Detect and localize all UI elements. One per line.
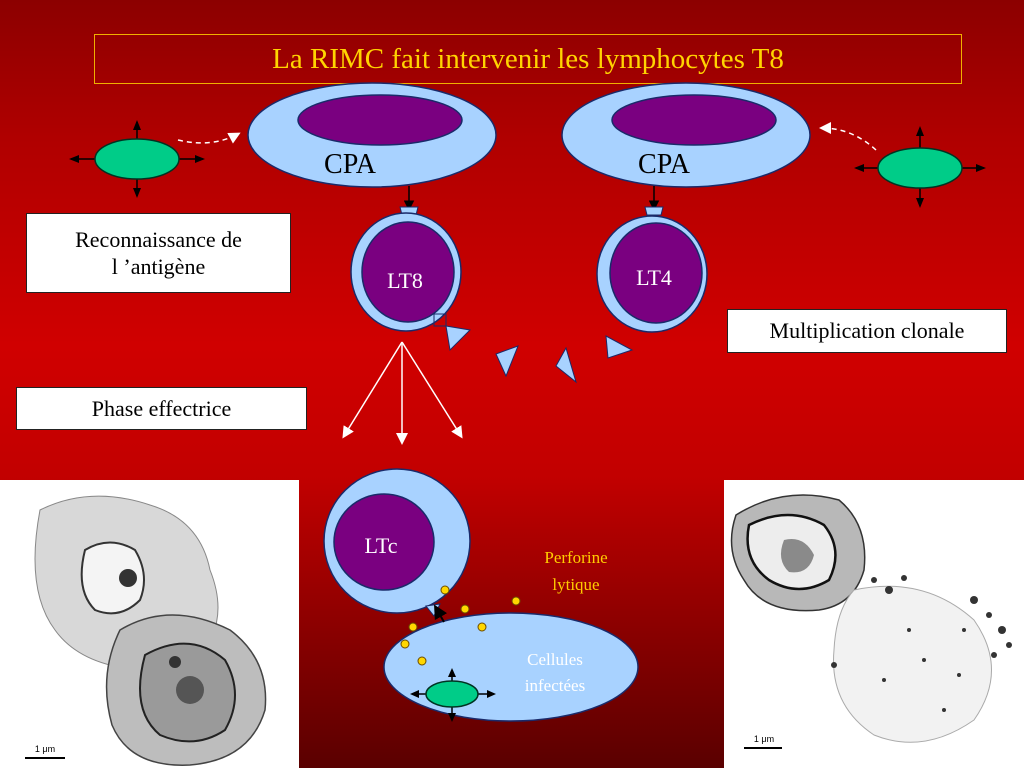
ltc-cell: LTc xyxy=(323,468,471,623)
lt8-label: LT8 xyxy=(387,268,423,293)
lt8-cell: LT8 xyxy=(350,212,462,332)
micrograph-right: 1 μm xyxy=(724,480,1024,768)
cpa-left-cell: CPA xyxy=(247,82,497,188)
slide-title: La RIMC fait intervenir les lymphocytes … xyxy=(94,34,962,84)
multiplication-text: Multiplication clonale xyxy=(769,318,965,344)
cpa-right-label: CPA xyxy=(638,149,691,180)
infected-label-line2: infectées xyxy=(525,676,585,695)
perforin-dots xyxy=(400,585,521,666)
interleukin-triangle xyxy=(605,335,634,359)
multiplication-box: Multiplication clonale xyxy=(727,309,1007,353)
infected-cell: Cellules infectées xyxy=(383,612,639,722)
dashed-arrow-right xyxy=(819,122,877,151)
recognition-line2: l ’antigène xyxy=(111,254,206,279)
cpa-right-cell: CPA xyxy=(561,82,811,188)
micrograph-right-image: 1 μm xyxy=(730,494,1012,749)
perforin-dot xyxy=(511,596,521,606)
effector-arrows xyxy=(342,341,463,445)
lt4-label: LT4 xyxy=(636,265,672,290)
micrograph-left: 1 μm xyxy=(0,480,299,768)
antigen-cell-right xyxy=(854,126,986,208)
perforin-label-line2: lytique xyxy=(552,575,599,594)
slide-title-text: La RIMC fait intervenir les lymphocytes … xyxy=(272,42,784,75)
interleukin-triangle xyxy=(445,325,472,352)
recognition-box: Reconnaissance de l ’antigène xyxy=(26,213,291,293)
micrograph-left-image: 1 μm xyxy=(25,495,267,766)
perforin-dot xyxy=(417,656,427,666)
infected-label-line1: Cellules xyxy=(527,650,583,669)
dashed-arrow-left xyxy=(177,132,241,144)
phase-box: Phase effectrice xyxy=(16,387,307,430)
perforin-dot xyxy=(400,639,410,649)
interleukin-triangle xyxy=(555,346,577,384)
perforin-dot xyxy=(477,622,487,632)
cpa-lt4-connector xyxy=(644,186,664,216)
phase-text: Phase effectrice xyxy=(91,395,232,421)
perforin-label-line1: Perforine xyxy=(544,548,607,567)
lt4-cell: LT4 xyxy=(596,215,708,333)
antigen-cell-left xyxy=(69,120,205,198)
interleukin-triangle xyxy=(495,345,519,378)
cpa-lt8-connector xyxy=(399,186,419,216)
cpa-left-label: CPA xyxy=(324,149,377,180)
perforin-dot xyxy=(460,604,470,614)
perforin-dot xyxy=(408,622,418,632)
micrograph-right-scale: 1 μm xyxy=(754,734,774,744)
interleukin-signals xyxy=(445,325,634,384)
perforin-dot xyxy=(440,585,450,595)
recognition-line1: Reconnaissance de xyxy=(75,226,242,252)
micrograph-left-scale: 1 μm xyxy=(35,744,55,754)
ltc-label: LTc xyxy=(364,533,397,558)
